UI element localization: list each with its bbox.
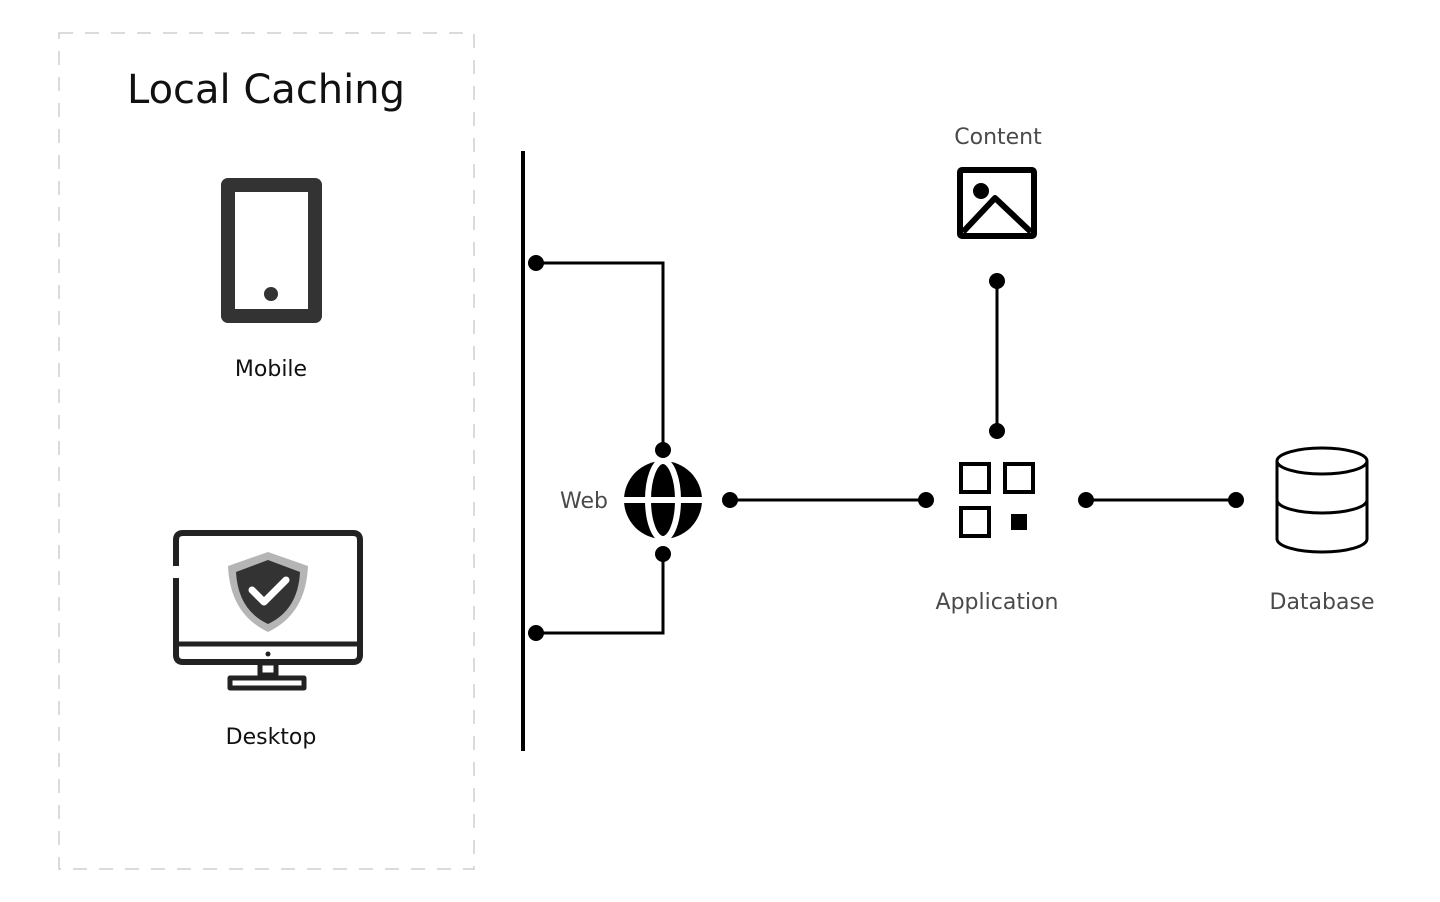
web-label: Web (560, 489, 608, 514)
group-title: Local Caching (127, 67, 405, 113)
globe-icon (624, 458, 702, 542)
bus-to-web-upper-connector (528, 255, 671, 458)
application-label: Application (936, 590, 1059, 615)
database-cylinder-icon (1275, 446, 1369, 554)
web-to-application-connector (722, 492, 934, 508)
mobile-label: Mobile (235, 357, 307, 382)
desktop-label: Desktop (226, 725, 317, 750)
image-icon (957, 167, 1037, 239)
bus-to-web-lower-connector (528, 546, 671, 641)
application-to-database-connector (1078, 492, 1244, 508)
qr-grid-icon (959, 462, 1035, 538)
local-caching-group (58, 32, 475, 870)
database-label: Database (1270, 590, 1375, 615)
monitor-shield-icon (173, 530, 363, 691)
smartphone-icon (221, 178, 322, 323)
content-label: Content (954, 125, 1042, 150)
content-to-application-connector (989, 273, 1005, 439)
